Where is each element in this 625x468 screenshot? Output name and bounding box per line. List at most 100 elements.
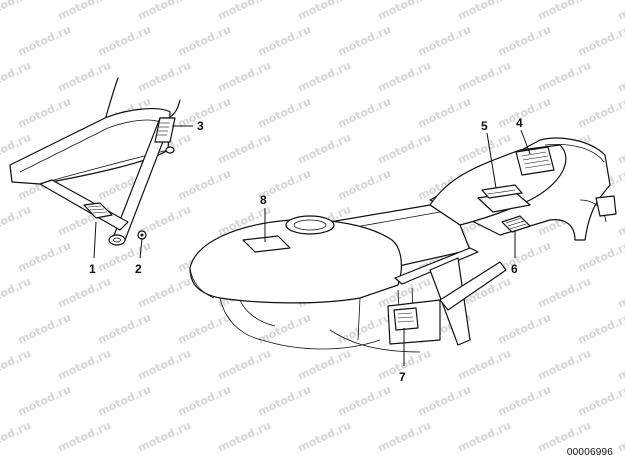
watermark-text: motod.ru <box>296 131 353 167</box>
watermark-text: motod.ru <box>136 0 193 23</box>
watermark-text: motod.ru <box>376 131 433 167</box>
watermark-text: motod.ru <box>96 383 153 419</box>
watermark-text: motod.ru <box>176 95 233 131</box>
watermark-text: motod.ru <box>16 23 73 59</box>
watermark-text: motod.ru <box>16 311 73 347</box>
watermark-text: motod.ru <box>136 419 193 455</box>
watermark-text: motod.ru <box>616 59 625 95</box>
watermark-text: motod.ru <box>216 419 273 455</box>
label-sticker-8 <box>242 235 291 253</box>
watermark-text: motod.ru <box>256 311 313 347</box>
label-sticker-5 <box>477 184 531 213</box>
label-sticker-4 <box>515 146 555 176</box>
tank-and-seat-assembly <box>189 137 617 353</box>
watermark-text: motod.ru <box>136 59 193 95</box>
watermark-text: motod.ru <box>576 23 625 59</box>
watermark-text: motod.ru <box>336 23 393 59</box>
watermark-text: motod.ru <box>336 383 393 419</box>
watermark-text: motod.ru <box>576 311 625 347</box>
watermark-text: motod.ru <box>616 203 625 239</box>
watermark-text: motod.ru <box>496 311 553 347</box>
watermark-text: motod.ru <box>56 419 113 455</box>
small-bolt-2 <box>137 230 147 240</box>
callout-3: 3 <box>197 119 204 133</box>
watermark-text: motod.ru <box>616 275 625 311</box>
watermark-text: motod.ru <box>296 59 353 95</box>
watermark-text: motod.ru <box>336 167 393 203</box>
watermark-text: motod.ru <box>536 0 593 23</box>
watermark-text: motod.ru <box>176 311 233 347</box>
watermark-text: motod.ru <box>56 275 113 311</box>
watermark-text: motod.ru <box>536 347 593 383</box>
callout-8: 8 <box>260 193 267 207</box>
watermark-text: motod.ru <box>176 383 233 419</box>
watermark-text: motod.ru <box>136 347 193 383</box>
watermark-text: motod.ru <box>296 419 353 455</box>
watermark-text: motod.ru <box>136 275 193 311</box>
callout-7: 7 <box>399 370 406 384</box>
watermark-text: motod.ru <box>496 95 553 131</box>
watermark-text: motod.ru <box>456 59 513 95</box>
watermark-text: motod.ru <box>176 167 233 203</box>
watermark-text: motod.ru <box>616 347 625 383</box>
watermark-text: motod.ru <box>336 311 393 347</box>
watermark-text: motod.ru <box>216 0 273 23</box>
watermark-text: motod.ru <box>96 239 153 275</box>
watermark-text: motod.ru <box>496 383 553 419</box>
watermark-text: motod.ru <box>0 59 33 95</box>
watermark-text: motod.ru <box>56 0 113 23</box>
watermark-text: motod.ru <box>296 0 353 23</box>
drawing-part-number: 00006996 <box>566 447 613 458</box>
watermark-text: motod.ru <box>0 419 33 455</box>
watermark-text: motod.ru <box>616 0 625 23</box>
watermark-text: motod.ru <box>96 311 153 347</box>
watermark-text: motod.ru <box>0 275 33 311</box>
callout-2: 2 <box>135 262 142 276</box>
watermark-text: motod.ru <box>0 0 33 23</box>
watermark-text: motod.ru <box>0 347 33 383</box>
watermark-text: motod.ru <box>256 23 313 59</box>
callout-1: 1 <box>89 262 96 276</box>
watermark-text: motod.ru <box>576 383 625 419</box>
watermark-text: motod.ru <box>376 59 433 95</box>
label-sticker-3 <box>154 117 176 143</box>
watermark-text: motod.ru <box>416 23 473 59</box>
watermark-text: motod.ru <box>176 23 233 59</box>
watermark-text: motod.ru <box>376 0 433 23</box>
watermark-text: motod.ru <box>576 95 625 131</box>
watermark-text: motod.ru <box>296 347 353 383</box>
watermark-text: motod.ru <box>16 239 73 275</box>
callouts: 1 2 3 4 5 6 7 8 <box>89 116 531 384</box>
watermark-text: motod.ru <box>616 131 625 167</box>
watermark-text: motod.ru <box>456 347 513 383</box>
fairing-bracket-assembly <box>9 77 181 246</box>
label-sticker-7 <box>387 299 441 345</box>
watermark-text: motod.ru <box>616 419 625 455</box>
watermark-text: motod.ru <box>336 95 393 131</box>
watermark-text: motod.ru <box>376 419 433 455</box>
watermark-text: motod.ru <box>56 59 113 95</box>
watermark-text: motod.ru <box>416 95 473 131</box>
watermark-text: motod.ru <box>56 347 113 383</box>
watermark-text: motod.ru <box>576 239 625 275</box>
callout-6: 6 <box>511 262 518 276</box>
watermark-text: motod.ru <box>0 203 33 239</box>
watermark-text: motod.ru <box>456 0 513 23</box>
watermark-text: motod.ru <box>216 131 273 167</box>
watermark-text: motod.ru <box>456 419 513 455</box>
callout-5: 5 <box>481 119 488 133</box>
watermark-text: motod.ru <box>96 23 153 59</box>
label-sticker-1 <box>83 202 113 219</box>
watermark-text: motod.ru <box>216 59 273 95</box>
watermark-text: motod.ru <box>496 23 553 59</box>
watermark-text: motod.ru <box>536 275 593 311</box>
watermark-text: motod.ru <box>16 95 73 131</box>
watermark-text: motod.ru <box>216 347 273 383</box>
watermark-text: motod.ru <box>16 383 73 419</box>
watermark-text: motod.ru <box>416 383 473 419</box>
watermark-text: motod.ru <box>256 383 313 419</box>
label-sticker-6 <box>501 215 531 233</box>
callout-4: 4 <box>516 116 523 130</box>
